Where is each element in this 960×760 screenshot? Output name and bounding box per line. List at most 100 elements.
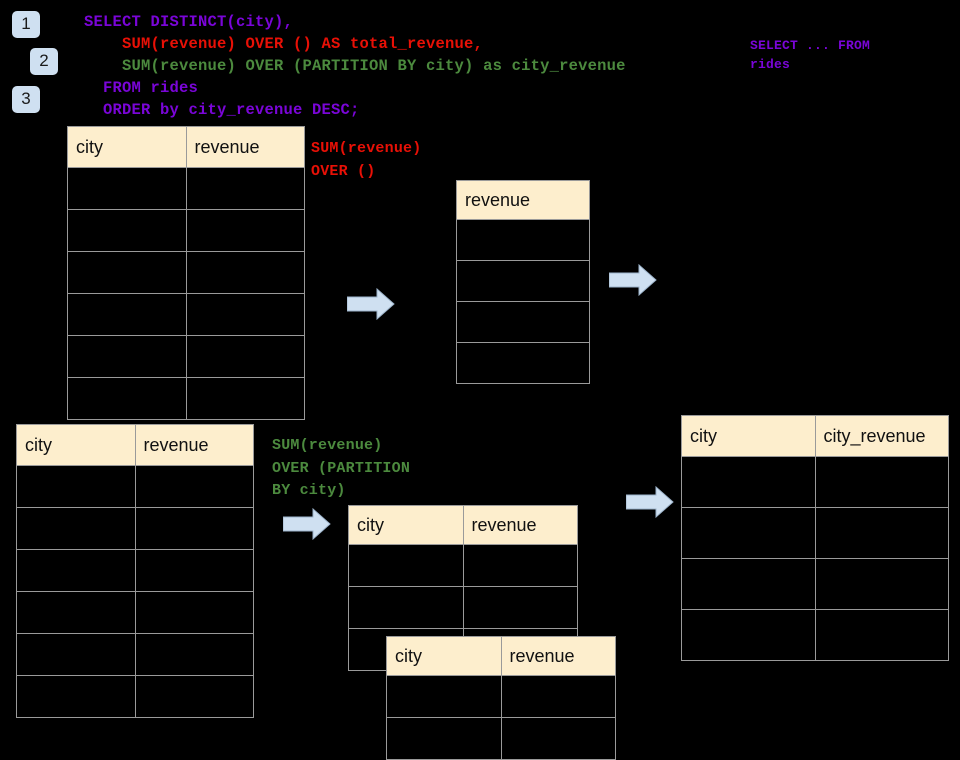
table-header-row: revenue bbox=[456, 180, 590, 220]
table-row bbox=[386, 675, 616, 718]
right-block-arrow-1 bbox=[347, 288, 395, 320]
table-row bbox=[456, 219, 590, 261]
table-cell bbox=[67, 293, 187, 336]
sql-line-from: FROM rides bbox=[84, 79, 199, 97]
table-cell bbox=[185, 167, 305, 210]
table-row bbox=[67, 251, 305, 294]
column-header-revenue: revenue bbox=[134, 424, 254, 466]
sql-line-order-by: ORDER by city_revenue DESC; bbox=[84, 101, 360, 119]
right-block-arrow-4 bbox=[626, 486, 674, 518]
table-cell bbox=[16, 549, 136, 592]
table-row bbox=[16, 633, 254, 676]
side-note-line-2: rides bbox=[750, 57, 791, 72]
table-cell bbox=[134, 549, 254, 592]
table-row bbox=[386, 717, 616, 760]
column-header-city: city bbox=[16, 424, 136, 466]
table-row bbox=[67, 209, 305, 252]
table-cell bbox=[134, 675, 254, 718]
table-cell bbox=[348, 544, 464, 587]
table-cell bbox=[67, 209, 187, 252]
annotation-city-revenue: SUM(revenue) OVER (PARTITION BY city) bbox=[272, 437, 411, 499]
step-badge-1: 1 bbox=[12, 11, 40, 38]
column-header-city: city bbox=[348, 505, 464, 545]
table-row bbox=[67, 377, 305, 420]
table-total-revenue-result: revenue bbox=[456, 180, 590, 384]
column-header-revenue: revenue bbox=[456, 180, 590, 220]
column-header-city: city bbox=[386, 636, 502, 676]
table-cell bbox=[185, 293, 305, 336]
table-cell bbox=[814, 507, 949, 559]
table-cell bbox=[185, 209, 305, 252]
table-row bbox=[348, 586, 578, 629]
column-header-revenue: revenue bbox=[500, 636, 616, 676]
table-cell bbox=[185, 377, 305, 420]
table-cell bbox=[456, 342, 590, 384]
right-block-arrow-3 bbox=[283, 508, 331, 540]
step-badge-2: 2 bbox=[30, 48, 58, 75]
table-row bbox=[16, 591, 254, 634]
diagram-canvas: 1 2 3 SELECT DISTINCT(city), SUM(revenue… bbox=[12, 11, 949, 760]
column-header-revenue: revenue bbox=[462, 505, 578, 545]
table-row bbox=[681, 456, 949, 508]
table-cell bbox=[681, 609, 816, 661]
table-row bbox=[67, 335, 305, 378]
table-cell bbox=[348, 586, 464, 629]
table-cell bbox=[500, 717, 616, 760]
table-cell bbox=[462, 586, 578, 629]
sql-line-total-revenue: SUM(revenue) OVER () AS total_revenue, bbox=[84, 35, 484, 53]
table-cell bbox=[134, 507, 254, 550]
table-cell bbox=[134, 633, 254, 676]
table-row bbox=[456, 260, 590, 302]
table-row bbox=[456, 342, 590, 384]
table-cell bbox=[386, 717, 502, 760]
right-block-arrow-2 bbox=[609, 264, 657, 296]
table-cell bbox=[185, 251, 305, 294]
table-cell bbox=[67, 335, 187, 378]
table-cell bbox=[814, 558, 949, 610]
column-header-revenue: revenue bbox=[185, 126, 305, 168]
annotation-total-revenue: SUM(revenue) OVER () bbox=[311, 140, 422, 180]
table-row bbox=[348, 544, 578, 587]
table-cell bbox=[67, 377, 187, 420]
sql-line-select: SELECT DISTINCT(city), bbox=[84, 13, 294, 31]
table-cell bbox=[185, 335, 305, 378]
table-cell bbox=[814, 456, 949, 508]
table-cell bbox=[681, 456, 816, 508]
table-row bbox=[681, 609, 949, 661]
table-row bbox=[16, 507, 254, 550]
table-cell bbox=[16, 675, 136, 718]
step-badge-3: 3 bbox=[12, 86, 40, 113]
table-row bbox=[681, 558, 949, 610]
table-cell bbox=[134, 591, 254, 634]
table-cell bbox=[16, 465, 136, 508]
sql-line-city-revenue: SUM(revenue) OVER (PARTITION BY city) as… bbox=[84, 57, 626, 75]
table-cell bbox=[67, 167, 187, 210]
table-cell bbox=[456, 260, 590, 302]
table-cell bbox=[681, 507, 816, 559]
side-note-line-1: SELECT ... FROM bbox=[750, 38, 871, 53]
column-header-city: city bbox=[67, 126, 187, 168]
table-row bbox=[681, 507, 949, 559]
table-cell bbox=[500, 675, 616, 718]
table-row bbox=[67, 167, 305, 210]
table-row bbox=[16, 465, 254, 508]
table-row bbox=[67, 293, 305, 336]
table-cell bbox=[16, 591, 136, 634]
table-cell bbox=[462, 544, 578, 587]
table-cell bbox=[456, 219, 590, 261]
table-cell bbox=[681, 558, 816, 610]
table-cell bbox=[134, 465, 254, 508]
table-cell bbox=[456, 301, 590, 343]
table-cell bbox=[16, 633, 136, 676]
column-header-city-revenue: city_revenue bbox=[814, 415, 949, 457]
